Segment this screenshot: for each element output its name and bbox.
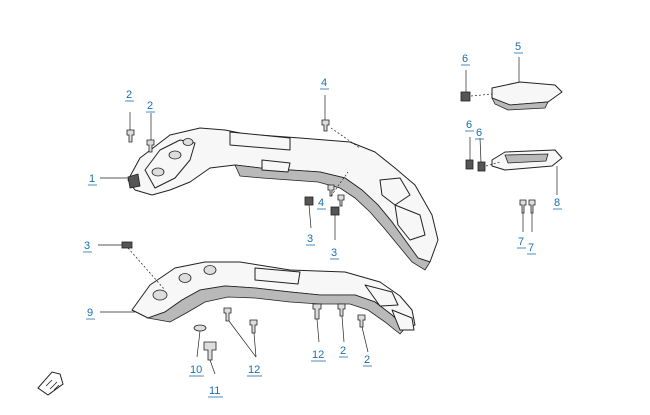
callout-5: 5 [515, 41, 521, 53]
part-8-cover [491, 149, 563, 171]
front-direction-arrow-icon [37, 371, 64, 396]
callout-8: 8 [554, 197, 560, 209]
callout-2-b: 2 [147, 100, 153, 112]
leader-lines [98, 57, 558, 375]
callout-11: 11 [209, 385, 220, 397]
callout-12-b: 12 [312, 349, 324, 361]
callout-4-a: 4 [321, 77, 327, 89]
callout-7-a: 7 [518, 236, 524, 248]
callout-6-b: 6 [466, 119, 472, 131]
callout-2-a: 2 [126, 89, 132, 101]
part-5-cover [491, 81, 563, 111]
callout-3-b: 3 [331, 247, 337, 259]
callout-2-d: 2 [364, 354, 370, 366]
lower-bracket-part-9 [131, 261, 416, 335]
callouts: 1 2 2 4 6 5 6 6 8 7 7 4 3 3 3 9 10 [83, 41, 562, 398]
callout-12-a: 12 [248, 364, 260, 376]
callout-6-c: 6 [476, 127, 482, 139]
upper-bracket-part-1 [127, 127, 439, 271]
callout-1: 1 [89, 173, 95, 185]
callout-2-c: 2 [340, 345, 346, 357]
callout-4-b: 4 [318, 197, 324, 209]
callout-10: 10 [190, 364, 202, 376]
callout-9: 9 [87, 307, 93, 319]
callout-7-b: 7 [528, 242, 534, 254]
callout-6-a: 6 [462, 53, 468, 65]
callout-3-a: 3 [307, 233, 313, 245]
callout-3-c: 3 [84, 240, 90, 252]
